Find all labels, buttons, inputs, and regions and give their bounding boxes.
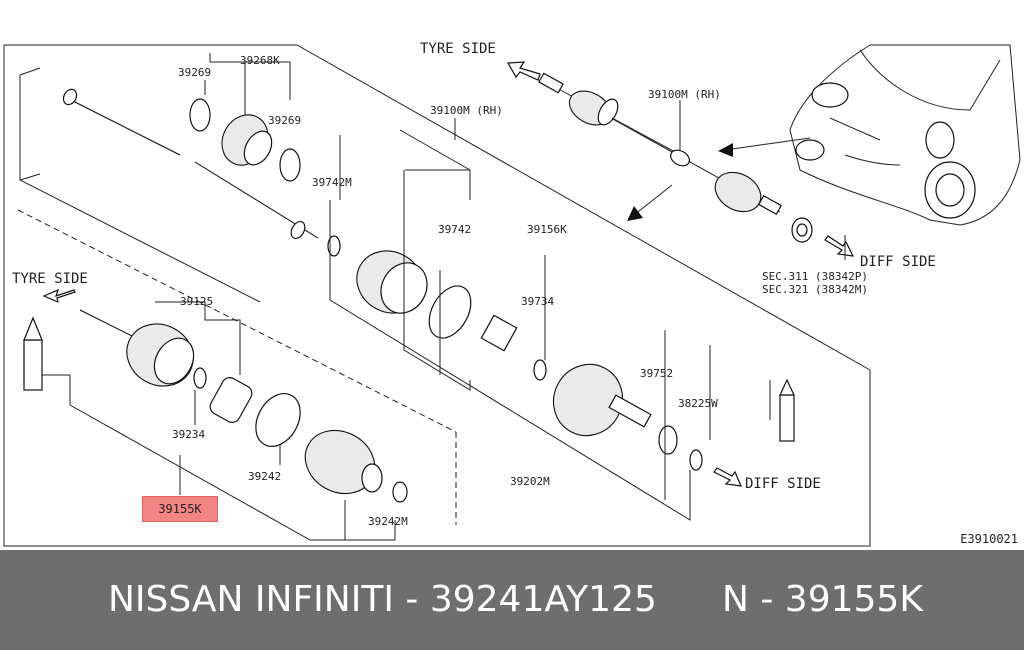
label-39742m: 39742M: [312, 176, 352, 189]
label-tyre-side-left: TYRE SIDE: [12, 271, 88, 287]
car-illustration: [789, 44, 1021, 226]
label-39269-b: 39269: [268, 114, 301, 127]
label-39742: 39742: [438, 223, 471, 236]
label-diff-side-bottom: DIFF SIDE: [745, 476, 821, 492]
footer-alt-part-number: N - 39155K: [722, 579, 923, 620]
label-39100m-rh-top: 39100M (RH): [648, 88, 721, 101]
part-number-footer: NISSAN INFINITI - 39241AY125 N - 39155K: [0, 550, 1024, 650]
label-39125: 39125: [180, 295, 213, 308]
label-39202m: 39202M: [510, 475, 550, 488]
label-38225w: 38225W: [678, 397, 718, 410]
joint-group-right: [329, 129, 795, 521]
highlight-part-label: 39155K: [142, 496, 218, 522]
diagram-code: E3910021: [960, 532, 1018, 546]
label-39269-a: 39269: [178, 66, 211, 79]
shaft-group-upper: [19, 67, 341, 303]
label-39234: 39234: [172, 428, 205, 441]
label-39752: 39752: [640, 367, 673, 380]
leader-lines: [204, 53, 846, 260]
label-sec-311: SEC.311 (38342P): [762, 270, 868, 283]
label-39242: 39242: [248, 470, 281, 483]
label-39242m: 39242M: [368, 515, 408, 528]
label-tyre-side-top: TYRE SIDE: [420, 41, 496, 57]
footer-brand-part-number: NISSAN INFINITI - 39241AY125: [108, 579, 657, 620]
label-39268k: 39268K: [240, 54, 280, 67]
shaft-group-lower: [17, 209, 457, 541]
label-39156k: 39156K: [527, 223, 567, 236]
label-sec-321: SEC.321 (38342M): [762, 283, 868, 296]
driveshaft-overview: [538, 72, 813, 243]
label-39100m-rh: 39100M (RH): [430, 104, 503, 117]
diagram-border: [3, 44, 871, 547]
parts-diagram: TYRE SIDE TYRE SIDE DIFF SIDE DIFF SIDE …: [3, 41, 1021, 547]
direction-arrows: [42, 61, 855, 487]
label-39734: 39734: [521, 295, 554, 308]
label-diff-side-top: DIFF SIDE: [860, 254, 936, 270]
